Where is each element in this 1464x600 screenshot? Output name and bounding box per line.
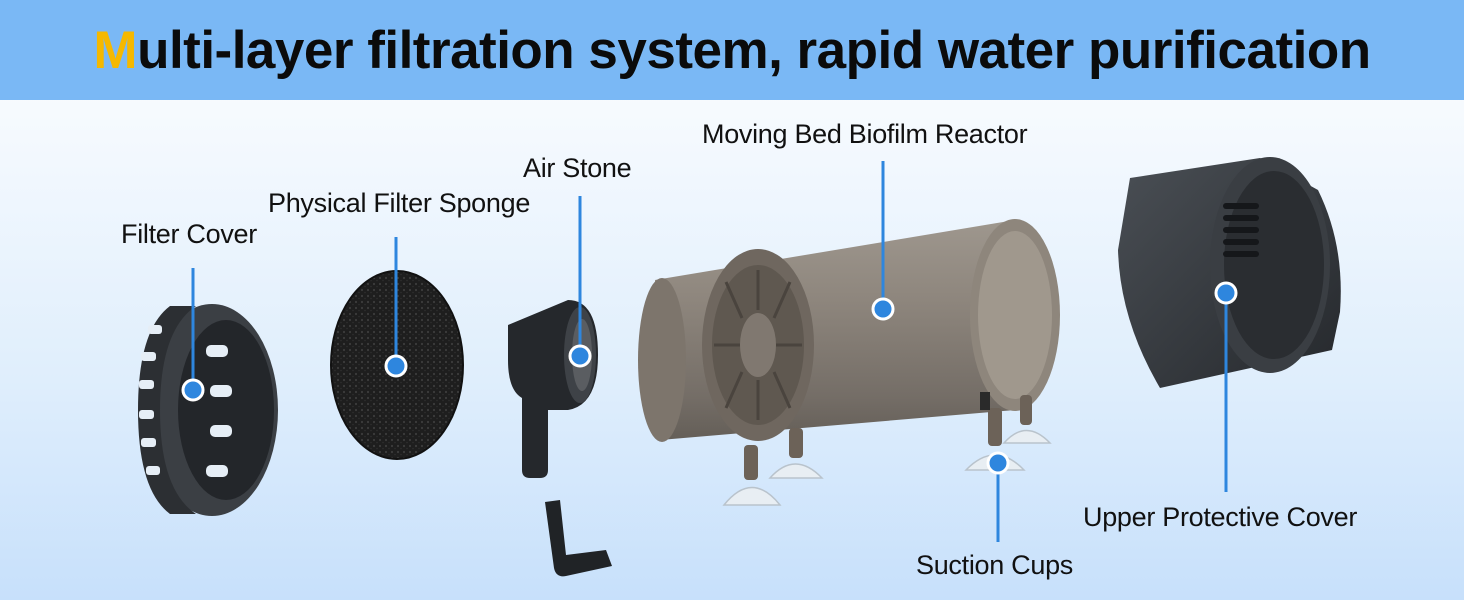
air-stone-label: Air Stone — [523, 153, 632, 183]
marker-dot-reactor — [871, 297, 895, 321]
title-text: ulti-layer filtration system, rapid wate… — [137, 20, 1371, 80]
marker-dot-sponge — [384, 354, 408, 378]
marker-dot-upper-cover — [1214, 281, 1238, 305]
upper-cover-label: Upper Protective Cover — [1083, 502, 1358, 532]
marker-dot-air-stone — [568, 344, 592, 368]
marker-dot-filter-cover — [181, 378, 205, 402]
upper-cover-part — [1118, 157, 1341, 388]
marker-dot-suction-cups — [986, 451, 1010, 475]
elbow-connector-part — [545, 500, 612, 577]
reactor-fins — [714, 270, 802, 420]
reactor-part — [638, 219, 1060, 442]
title-banner: Multi-layer filtration system, rapid wat… — [0, 0, 1464, 100]
title-accent-letter: M — [93, 20, 138, 80]
reactor-label: Moving Bed Biofilm Reactor — [702, 119, 1028, 149]
leader-lines — [191, 161, 1228, 542]
air-stone-part — [508, 300, 598, 478]
filter-cover-label: Filter Cover — [121, 219, 257, 249]
suction-cups-label: Suction Cups — [916, 550, 1073, 580]
marker-dots — [181, 281, 1238, 475]
sponge-label: Physical Filter Sponge — [268, 188, 531, 218]
filter-cover-part — [138, 304, 278, 516]
page-title: Multi-layer filtration system, rapid wat… — [93, 20, 1371, 81]
